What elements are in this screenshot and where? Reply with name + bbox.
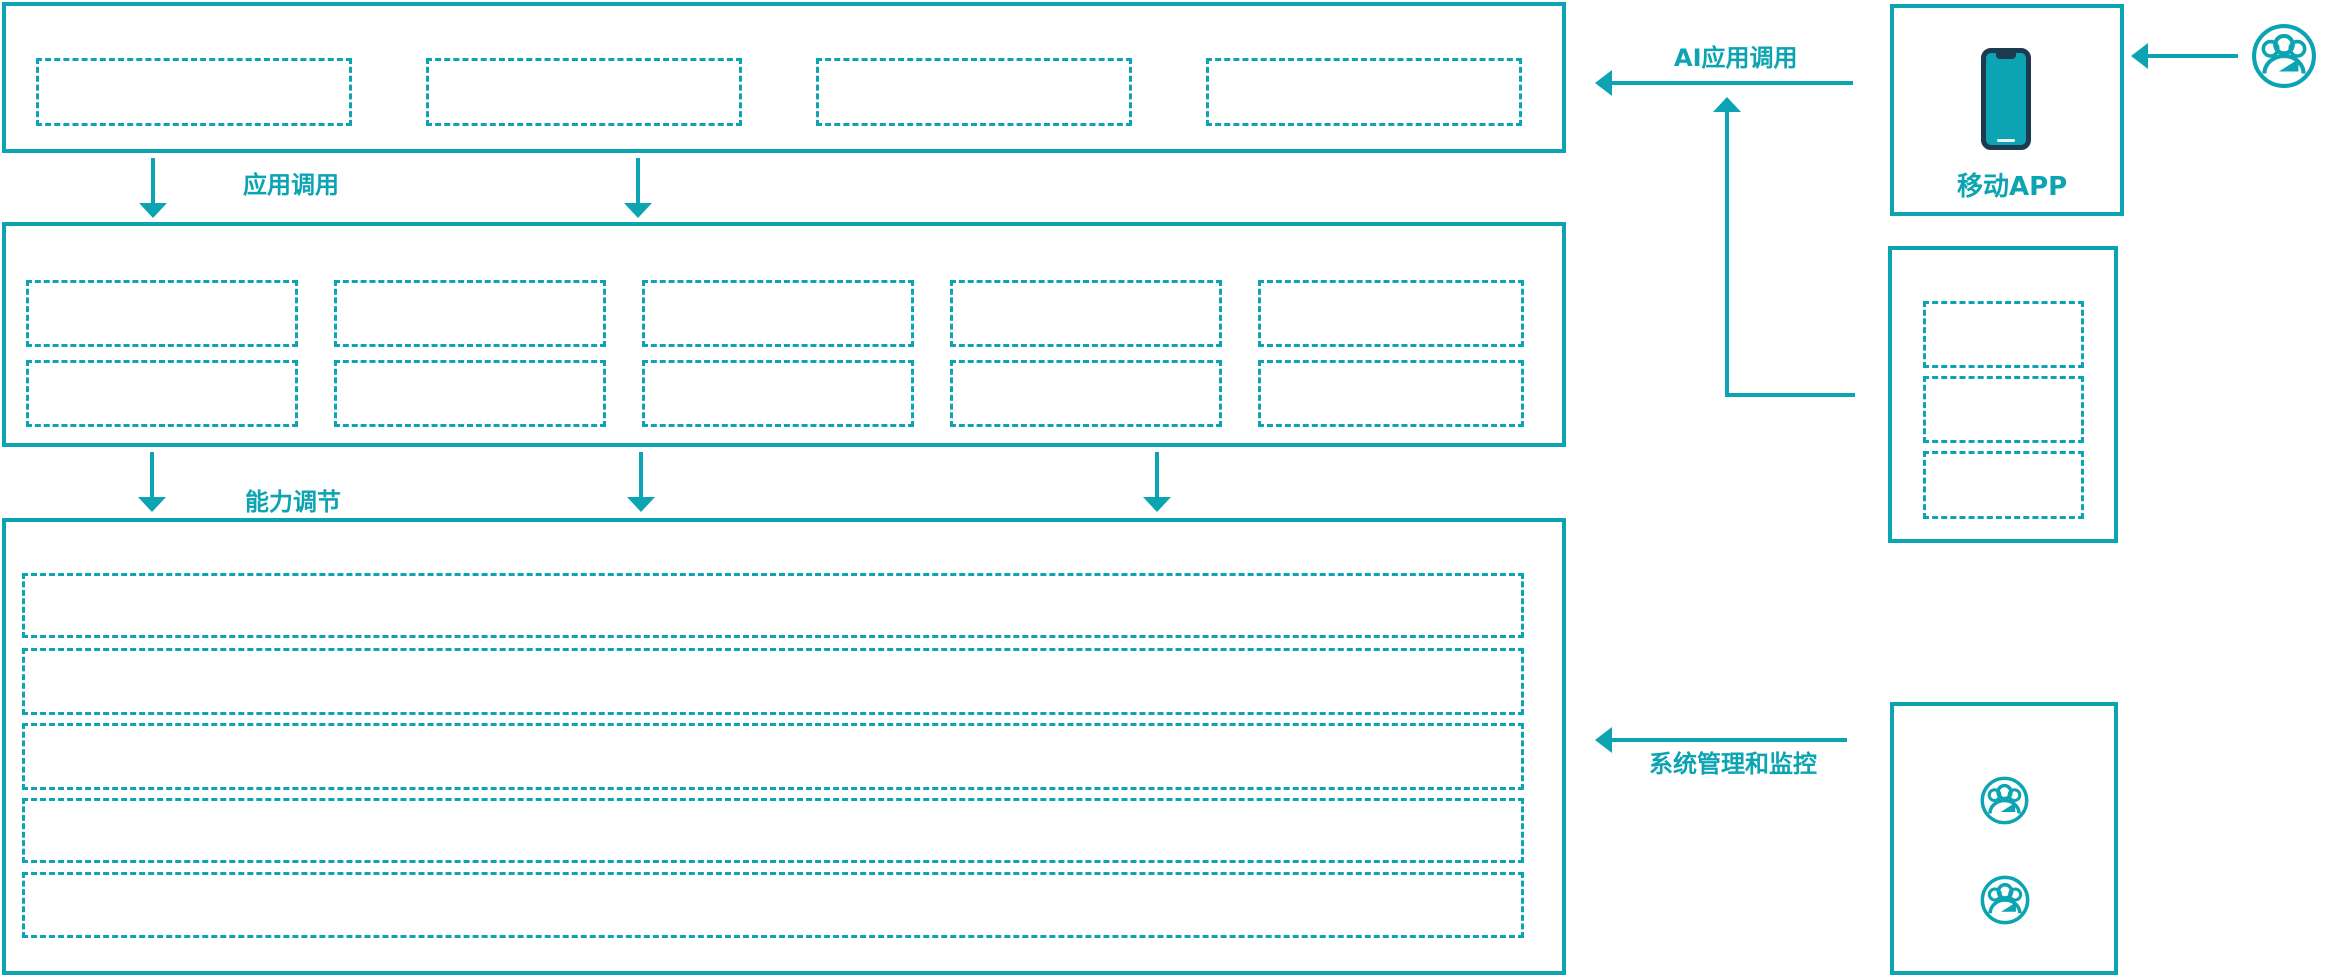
arrow-up-icon	[1713, 97, 1741, 112]
service-up-connector	[1725, 393, 1855, 397]
capability-cell	[950, 360, 1222, 427]
system-management-label: 系统管理和监控	[1649, 750, 1817, 778]
capability-tune-label: 能力调节	[245, 488, 341, 516]
capability-cell	[26, 280, 298, 347]
capability-cell	[950, 280, 1222, 347]
capability-cell	[26, 360, 298, 427]
phone-notch	[1996, 52, 2016, 59]
capability-cell	[642, 360, 914, 427]
capability-tune-arrow	[150, 452, 154, 498]
app-call-arrow	[151, 158, 155, 204]
capability-cell	[1258, 360, 1524, 427]
application-placeholder-box	[1206, 58, 1522, 126]
capability-tune-arrow	[1155, 452, 1159, 498]
smartphone-icon	[1981, 48, 2031, 150]
system-management-arrow	[1610, 738, 1847, 742]
arrow-down-icon	[138, 497, 166, 512]
application-placeholder-box	[816, 58, 1132, 126]
app-call-arrow	[636, 158, 640, 204]
mobile-app-label: 移动APP	[1957, 172, 2068, 202]
user-group-icon	[1980, 776, 2029, 825]
ai-app-call-label: AI应用调用	[1674, 44, 1798, 72]
capability-cell	[1258, 280, 1524, 347]
ai-app-call-arrow	[1610, 81, 1853, 85]
app-call-label: 应用调用	[243, 171, 339, 199]
service-placeholder-box	[1923, 451, 2084, 519]
service-up-connector	[1725, 111, 1729, 397]
arrow-down-icon	[1143, 497, 1171, 512]
capability-cell	[334, 360, 606, 427]
phone-home-indicator	[1997, 139, 2015, 142]
capability-cell	[642, 280, 914, 347]
capability-tune-arrow	[639, 452, 643, 498]
user-group-icon	[2251, 23, 2317, 89]
service-placeholder-box	[1923, 376, 2084, 443]
service-placeholder-box	[1923, 301, 2084, 368]
user-group-icon	[1980, 875, 2030, 925]
capability-cell	[334, 280, 606, 347]
application-placeholder-box	[426, 58, 742, 126]
application-placeholder-box	[36, 58, 352, 126]
resource-row	[22, 872, 1524, 938]
user-to-app-arrow	[2146, 54, 2238, 58]
admin-box	[1890, 702, 2118, 975]
resource-row	[22, 573, 1524, 638]
arrow-down-icon	[139, 203, 167, 218]
arrow-down-icon	[627, 497, 655, 512]
resource-row	[22, 798, 1524, 863]
arrow-left-icon	[1595, 727, 1612, 753]
resource-row	[22, 723, 1524, 790]
arrow-down-icon	[624, 203, 652, 218]
arrow-left-icon	[2131, 43, 2148, 69]
resource-row	[22, 648, 1524, 715]
arrow-left-icon	[1595, 70, 1612, 96]
